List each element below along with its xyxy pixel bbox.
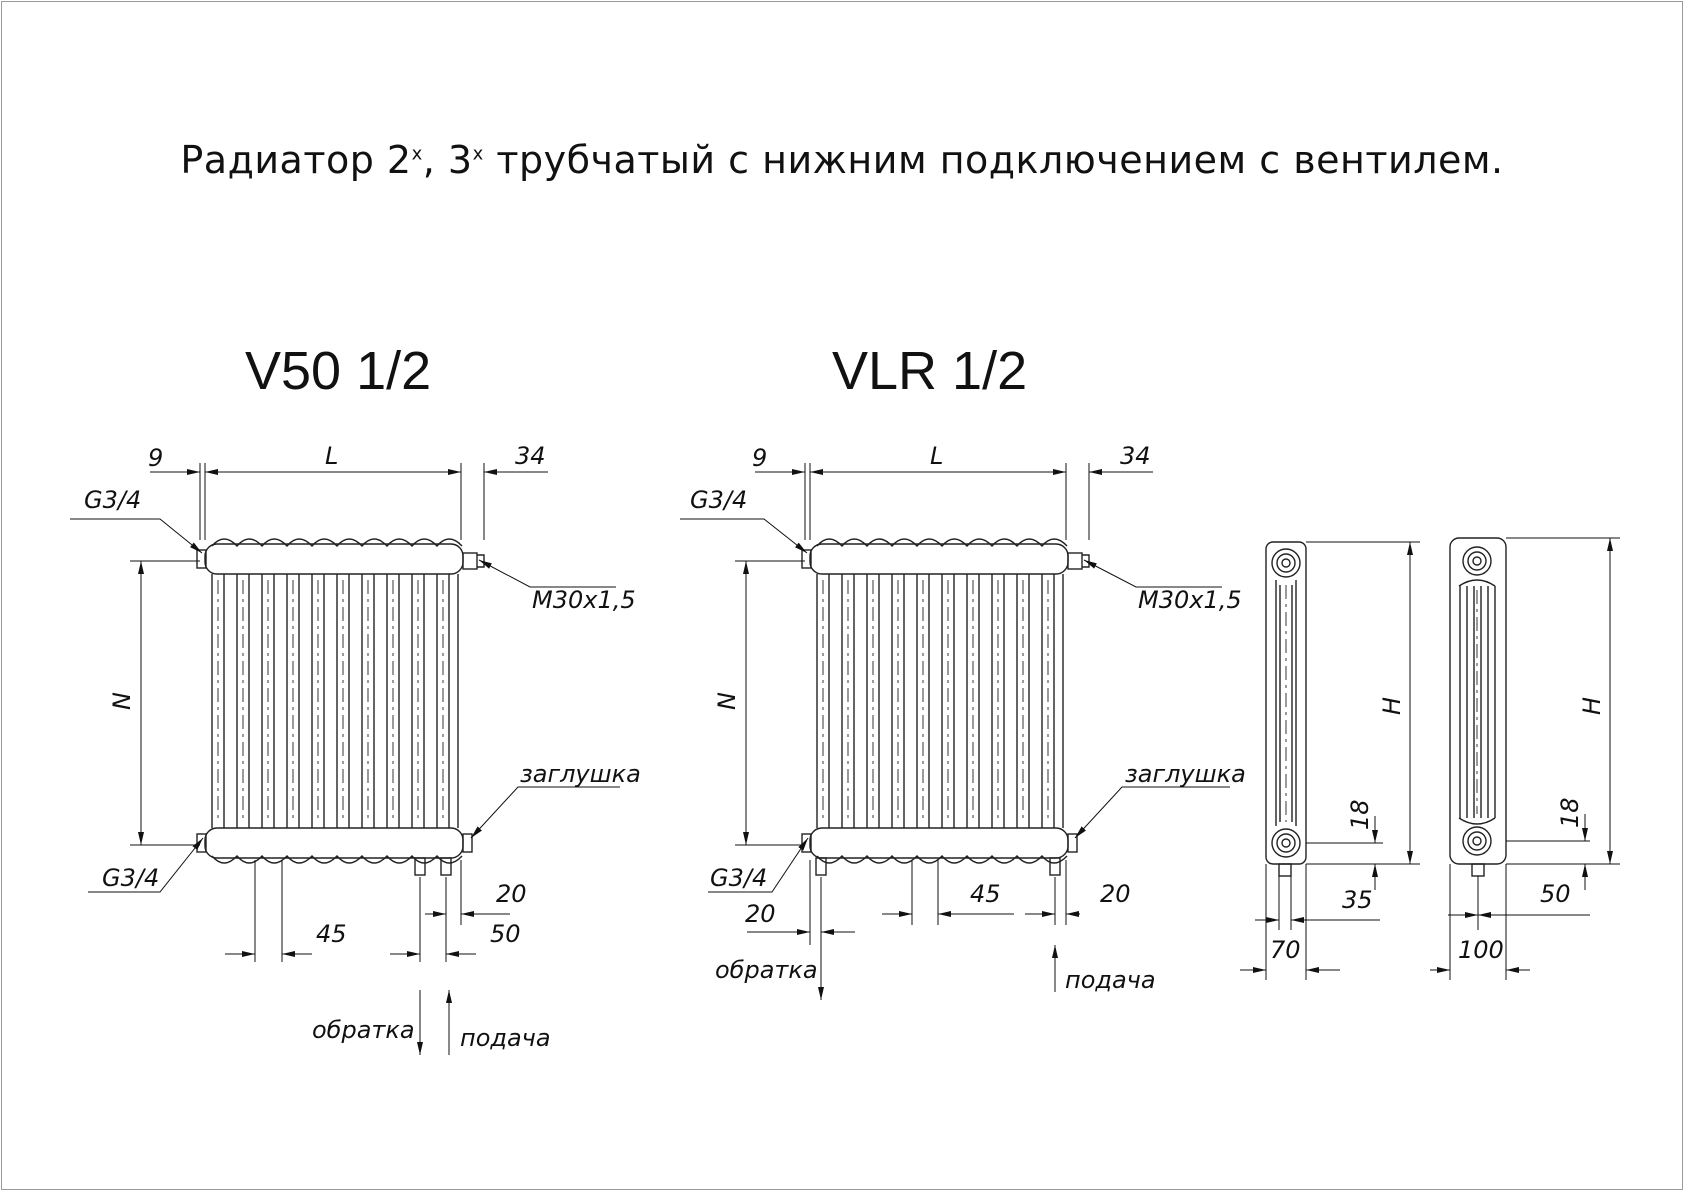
label-return-right: обратка bbox=[715, 956, 818, 984]
radiator-vlr-tubes bbox=[816, 574, 1064, 828]
radiator-vlr-top-header bbox=[809, 538, 1069, 575]
radiator-v50 bbox=[196, 538, 485, 876]
dimensions-side-100 bbox=[1430, 537, 1620, 980]
dim-100: 100 bbox=[1458, 936, 1504, 964]
label-g34-top-right: G3/4 bbox=[690, 486, 747, 514]
dim-50-left: 50 bbox=[490, 920, 521, 948]
dim-9-right: 9 bbox=[752, 444, 767, 472]
radiator-vlr bbox=[801, 538, 1090, 876]
dim-35: 35 bbox=[1342, 886, 1373, 914]
dim-20-left: 20 bbox=[496, 880, 527, 908]
label-supply-right: подача bbox=[1065, 966, 1156, 994]
label-g34-bottom-left: G3/4 bbox=[102, 864, 159, 892]
label-return-left: обратка bbox=[312, 1016, 415, 1044]
dim-45-right: 45 bbox=[970, 880, 1001, 908]
model-label-v50: V50 1/2 bbox=[245, 341, 432, 401]
label-g34-top-left: G3/4 bbox=[84, 486, 141, 514]
dim-50-side: 50 bbox=[1540, 880, 1571, 908]
label-supply-left: подача bbox=[460, 1024, 551, 1052]
dimensions-vlr bbox=[680, 463, 1230, 1000]
dim-H-70: H bbox=[1378, 697, 1406, 715]
label-g34-bottom-right: G3/4 bbox=[710, 864, 767, 892]
dim-34-left: 34 bbox=[515, 442, 546, 470]
dim-H-100: H bbox=[1578, 697, 1606, 715]
dim-20-right-a: 20 bbox=[1100, 880, 1131, 908]
labels-side-70: H 18 35 70 bbox=[1270, 697, 1406, 964]
dim-18-100: 18 bbox=[1556, 797, 1584, 828]
labels-side-100: H 18 50 100 bbox=[1458, 697, 1606, 964]
dim-20-right-b: 20 bbox=[745, 900, 776, 928]
dim-34-right: 34 bbox=[1120, 442, 1151, 470]
dim-L-left: L bbox=[325, 442, 338, 470]
label-plug-right: заглушка bbox=[1125, 760, 1246, 788]
dim-L-right: L bbox=[930, 442, 943, 470]
dim-9-left: 9 bbox=[148, 444, 163, 472]
dimensions-side-70 bbox=[1240, 541, 1420, 980]
labels-v50: 9 L 34 G3/4 M30x1,5 N заглушка G3/4 20 4… bbox=[84, 442, 641, 1052]
dimensions-v50 bbox=[70, 463, 620, 1055]
dim-45-left: 45 bbox=[316, 920, 347, 948]
dim-70: 70 bbox=[1270, 936, 1301, 964]
dim-N-left: N bbox=[108, 692, 136, 710]
side-view-70 bbox=[1265, 541, 1307, 877]
dim-N-right: N bbox=[713, 692, 741, 710]
radiator-v50-top-header bbox=[204, 538, 464, 575]
label-plug-left: заглушка bbox=[520, 760, 641, 788]
dim-18-70: 18 bbox=[1346, 799, 1374, 830]
label-m30-left: M30x1,5 bbox=[532, 586, 636, 614]
drawing-title: Радиатор 2х, 3х трубчатый с нижним подкл… bbox=[180, 138, 1504, 182]
labels-vlr: 9 L 34 G3/4 M30x1,5 N заглушка G3/4 45 2… bbox=[690, 442, 1246, 994]
model-label-vlr: VLR 1/2 bbox=[832, 341, 1028, 401]
radiator-v50-tubes bbox=[211, 574, 459, 828]
radiator-vlr-fittings bbox=[801, 549, 1090, 876]
radiator-vlr-bottom-header bbox=[809, 827, 1069, 864]
radiator-v50-fittings bbox=[196, 549, 485, 876]
side-view-100 bbox=[1449, 537, 1507, 877]
label-m30-right: M30x1,5 bbox=[1138, 586, 1242, 614]
